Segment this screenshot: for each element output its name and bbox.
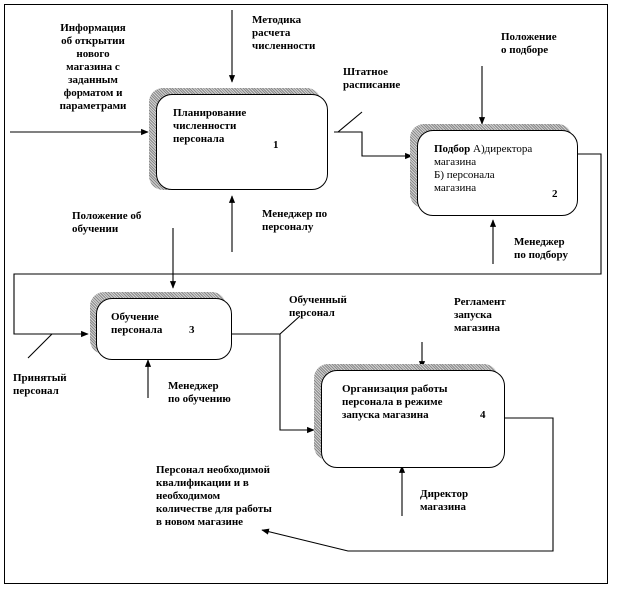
label-output-3: Обученный персонал — [289, 294, 347, 319]
arrow-output-2 — [13, 153, 602, 338]
label-control-3: Положение об обучении — [72, 210, 142, 235]
block-planning[interactable]: Планирование численности персонала 1 — [156, 94, 328, 190]
label-output-1: Штатное расписание — [343, 66, 401, 91]
arrow-output-1 — [334, 131, 413, 160]
label-mech-1: Менеджер по персоналу — [262, 208, 328, 233]
block-3-number: 3 — [189, 324, 195, 336]
block-4-number: 4 — [480, 409, 486, 421]
block-recruitment[interactable]: Подбор А)директора магазина Б) персонала… — [417, 130, 578, 216]
label-mech-4: Директор магазина — [420, 488, 469, 513]
input-3-tick — [27, 333, 53, 359]
label-control-4: Регламент запуска магазина — [454, 296, 506, 334]
block-3-title: Обучение персонала — [111, 311, 163, 336]
output-1-tick — [337, 111, 363, 133]
arrow-output-3 — [232, 333, 315, 434]
block-2-number: 2 — [552, 188, 558, 200]
block-training[interactable]: Обучение персонала 3 — [96, 298, 232, 360]
label-mech-3: Менеджер по обучению — [168, 380, 231, 405]
diagram-frame — [4, 4, 608, 584]
block-2-title: Подбор А)директора магазина Б) персонала… — [434, 143, 533, 194]
block-4-title: Организация работы персонала в режиме за… — [342, 383, 448, 421]
label-control-1: Методика расчета численности — [252, 14, 316, 52]
label-output-4: Персонал необходимой квалификации и в не… — [156, 464, 272, 528]
label-input-1: Информация об открытии нового магазина с… — [59, 22, 127, 112]
block-1-number: 1 — [273, 139, 279, 151]
block-1-title: Планирование численности персонала — [173, 107, 247, 145]
label-input-3: Принятый персонал — [13, 372, 67, 397]
label-mech-2: Менеджер по подбору — [514, 236, 569, 261]
label-control-2: Положение о подборе — [501, 31, 557, 56]
arrow-output-4 — [261, 417, 554, 552]
block-launch-operations[interactable]: Организация работы персонала в режиме за… — [321, 370, 505, 468]
output-3-tick — [279, 315, 301, 335]
